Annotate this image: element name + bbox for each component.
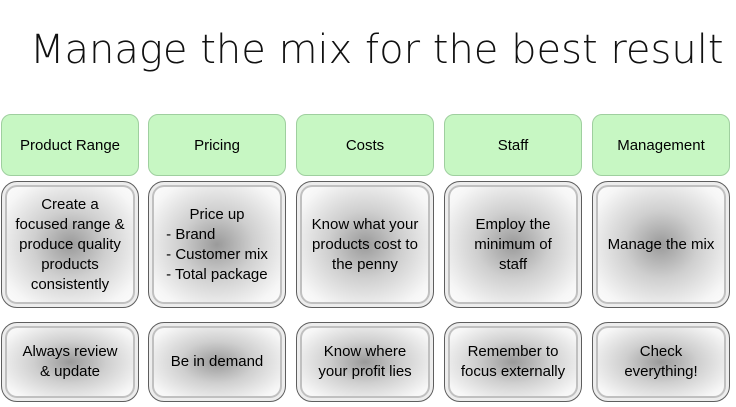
card-management-strategy: Manage the mix bbox=[592, 181, 730, 308]
card-text-line: Know where bbox=[323, 343, 407, 360]
card-costs-action: Know where your profit lies bbox=[296, 322, 434, 402]
card-text-line: the penny bbox=[332, 255, 398, 273]
card-text-line: Employ the bbox=[475, 215, 551, 233]
card-text-line: products cost to bbox=[312, 235, 418, 253]
header-staff: Staff bbox=[444, 114, 582, 176]
card-text-line: consistently bbox=[30, 275, 110, 293]
card-text-line: products bbox=[41, 255, 99, 273]
card-product-range-strategy: Create a focused range & produce quality… bbox=[1, 181, 139, 308]
card-text-line: focus externally bbox=[460, 363, 566, 380]
card-list-item: - Brand bbox=[166, 225, 216, 243]
card-list-item: - Customer mix bbox=[166, 245, 268, 263]
card-list-item: - Total package bbox=[166, 265, 268, 283]
card-text-line: focused range & bbox=[15, 215, 125, 233]
card-text-line: Know what your bbox=[311, 215, 419, 233]
card-text-line: Remember to bbox=[467, 343, 559, 360]
card-pricing-action: Be in demand bbox=[148, 322, 286, 402]
card-staff-strategy: Employ the minimum of staff bbox=[444, 181, 582, 308]
card-text-line: staff bbox=[498, 255, 528, 273]
card-text-line: Manage the mix bbox=[607, 235, 715, 253]
card-management-action: Check everything! bbox=[592, 322, 730, 402]
header-management: Management bbox=[592, 114, 730, 176]
card-text-line: your profit lies bbox=[318, 363, 412, 380]
card-text-line: & update bbox=[39, 363, 101, 380]
card-text-line: Be in demand bbox=[170, 353, 264, 370]
card-text-line: Create a bbox=[41, 195, 99, 213]
card-text-line: everything! bbox=[624, 363, 698, 380]
header-product-range: Product Range bbox=[1, 114, 139, 176]
card-text-line: Check bbox=[639, 343, 683, 360]
card-text-line: minimum of bbox=[474, 235, 552, 253]
card-costs-strategy: Know what your products cost to the penn… bbox=[296, 181, 434, 308]
header-pricing: Pricing bbox=[148, 114, 286, 176]
card-text-line: Price up bbox=[189, 205, 245, 223]
card-text-line: produce quality bbox=[19, 235, 121, 253]
header-costs: Costs bbox=[296, 114, 434, 176]
card-staff-action: Remember to focus externally bbox=[444, 322, 582, 402]
card-text-line: Always review bbox=[22, 343, 118, 360]
card-product-range-action: Always review & update bbox=[1, 322, 139, 402]
page-title: Manage the mix for the best result bbox=[30, 27, 724, 73]
card-pricing-strategy: Price up - Brand - Customer mix - Total … bbox=[148, 181, 286, 308]
